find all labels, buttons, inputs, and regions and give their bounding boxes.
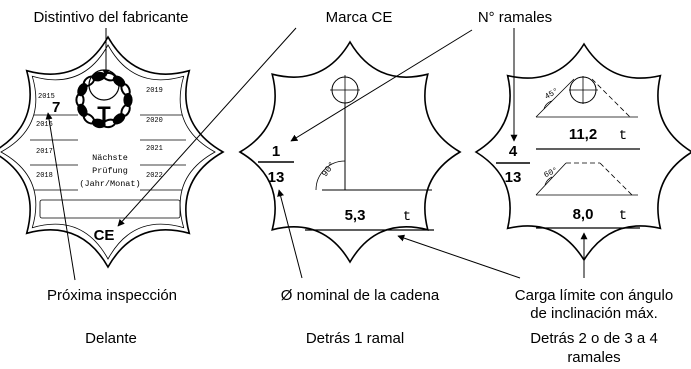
load-limit-value-bottom: 8,0 <box>573 206 594 223</box>
next-inspection-label-2: Prüfung <box>92 166 128 176</box>
load-unit-top: t <box>619 128 627 144</box>
load-unit: t <box>403 209 411 225</box>
callout-line-ce <box>117 27 297 227</box>
next-inspection-label-3: (Jahr/Monat) <box>79 179 140 189</box>
year-2018: 2018 <box>36 172 53 180</box>
logo-letter: T <box>97 102 111 127</box>
number-of-legs-4: 4 <box>509 143 518 160</box>
caption-back-multi-1: Detrás 2 o de 3 a 4 <box>530 330 658 347</box>
chain-diameter-13: 13 <box>268 169 285 186</box>
label-number-of-legs: N° ramales <box>478 9 552 26</box>
label-load-limit-1: Carga límite con ángulo <box>515 287 673 304</box>
caption-back-multi-2: ramales <box>567 349 620 366</box>
ce-mark: CE <box>94 227 115 244</box>
label-next-inspection: Próxima inspección <box>47 287 177 304</box>
label-ce-mark: Marca CE <box>326 9 393 26</box>
callout-lines <box>45 27 588 281</box>
next-inspection-label-1: Nächste <box>92 153 128 163</box>
front-tag-outline <box>0 35 225 269</box>
label-chain-diameter: Ø nominal de la cadena <box>281 287 440 304</box>
load-limit-value-top: 11,2 <box>569 126 597 143</box>
callout-line-load-single <box>397 234 521 279</box>
load-limit-value: 5,3 <box>345 207 366 224</box>
year-2015: 2015 <box>38 93 55 101</box>
single-leg-tag-outline <box>238 40 462 264</box>
label-manufacturer-mark: Distintivo del fabricante <box>33 9 188 26</box>
inspection-month-mark: 7 <box>52 99 60 116</box>
year-2017: 2017 <box>36 148 53 156</box>
callout-line-legs-single <box>290 29 473 142</box>
year-2019: 2019 <box>146 87 163 95</box>
year-2021: 2021 <box>146 145 163 153</box>
callout-line-inspection <box>45 112 76 281</box>
number-of-legs-1: 1 <box>272 143 280 160</box>
single-leg-tag: 90° 1 13 5,3 t <box>238 40 462 264</box>
chain-diameter-13: 13 <box>505 169 522 186</box>
caption-front: Delante <box>85 330 137 347</box>
caption-back-one-leg: Detrás 1 ramal <box>306 330 404 347</box>
year-2022: 2022 <box>146 172 163 180</box>
chain-ring-icon <box>75 71 133 129</box>
year-2016: 2016 <box>36 121 53 129</box>
callout-line-diameter <box>277 189 303 279</box>
multi-leg-tag: 45° 60° 4 13 11,2 t 8,0 t <box>474 42 691 262</box>
load-unit-bottom: t <box>619 208 627 224</box>
chain-link-icon <box>120 82 131 97</box>
inspection-year-grid <box>30 114 186 219</box>
front-tag-inner-outline <box>0 44 216 260</box>
manufacturer-logo: T <box>75 69 133 129</box>
year-2020: 2020 <box>146 117 163 125</box>
front-tag: 2015 2016 2017 2018 2019 2020 2021 2022 … <box>0 35 225 269</box>
label-load-limit-2: de inclinación máx. <box>530 305 658 322</box>
